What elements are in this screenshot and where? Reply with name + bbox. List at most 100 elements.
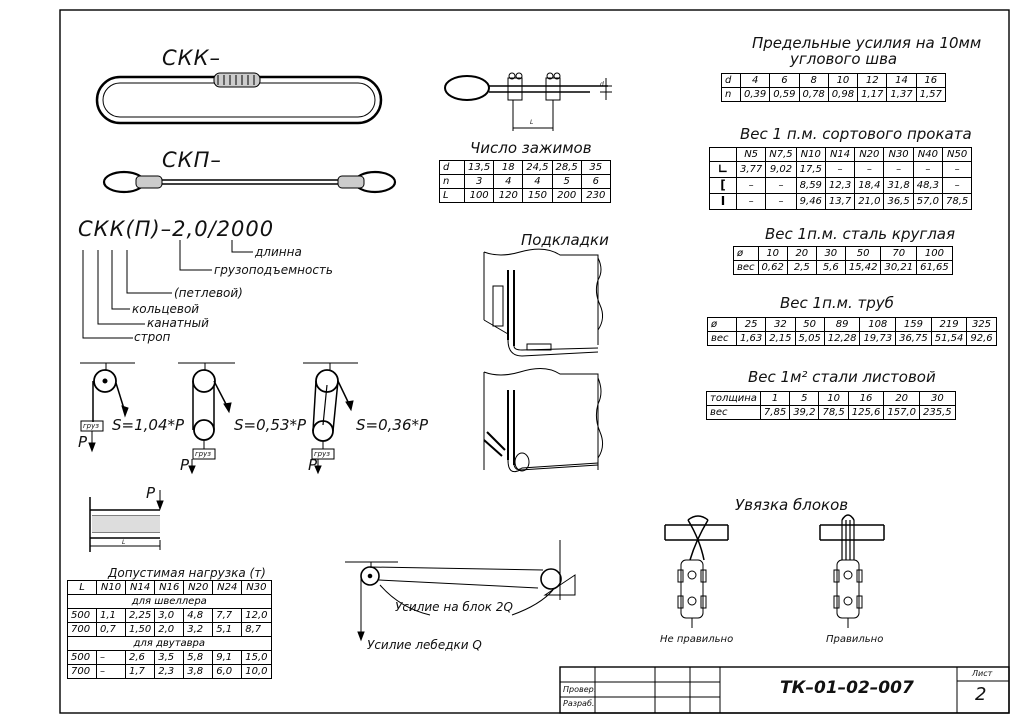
pulley-scheme-3	[303, 362, 358, 475]
row-header: n	[439, 174, 465, 189]
table-cell: –	[96, 650, 126, 665]
column-header: N16	[154, 580, 185, 595]
table-cell: 3,0	[154, 608, 185, 623]
table-cell: 50	[794, 317, 825, 332]
table-cell: 1,57	[915, 87, 946, 102]
table-cell: 5,8	[183, 650, 214, 665]
table-cell: 6	[769, 73, 800, 88]
table-cell: 3,5	[154, 650, 185, 665]
load-label-1: груз	[83, 422, 99, 430]
table-cell: –	[912, 161, 943, 178]
table-cell: 7,7	[212, 608, 243, 623]
table-cell: 25	[735, 317, 767, 332]
legend-sling: строп	[134, 330, 171, 344]
sheet-steel-title: Вес 1м² стали листовой	[748, 368, 936, 386]
table-cell: 13,7	[824, 193, 856, 210]
table-cell: 51,54	[930, 331, 968, 346]
row-header: вес	[707, 331, 737, 346]
sheet-frame	[59, 9, 1010, 714]
column-header: N20	[183, 580, 214, 595]
table-cell: 9,1	[212, 650, 243, 665]
ring-sling-label: СКК–	[162, 46, 221, 70]
cantilever-beam-drawing	[89, 490, 164, 552]
table-cell: 16	[915, 73, 946, 88]
column-header: N40	[912, 147, 943, 162]
row-header: ø	[707, 317, 737, 332]
table-cell: 2,15	[765, 331, 796, 346]
row-header: вес	[733, 260, 759, 275]
load-table-title: Допустимая нагрузка (т)	[108, 566, 266, 580]
tying-title: Увязка блоков	[735, 496, 849, 514]
table-subheader: для швеллера	[67, 594, 272, 609]
angle-profile-icon: ∟	[717, 162, 729, 176]
rope-clamp-drawing	[444, 72, 612, 131]
table-cell: 10	[757, 246, 788, 261]
table-cell: 20	[786, 246, 817, 261]
loop-sling-drawing	[102, 170, 397, 194]
table-cell: –	[941, 177, 973, 194]
pads-drawing-2	[483, 368, 604, 473]
weld-title-2: углового шва	[790, 50, 898, 68]
table-cell: 17,5	[795, 161, 826, 178]
table-cell: 2,0	[154, 622, 185, 637]
table-cell: 12,3	[824, 177, 856, 194]
pulley-scheme-1	[80, 362, 135, 453]
block-tying-wrong-drawing	[664, 515, 729, 628]
row-header: d	[721, 73, 741, 88]
table-cell: –	[96, 664, 126, 679]
table-cell: 20	[883, 391, 920, 406]
force-s1: S=1,04*P	[112, 416, 185, 434]
clamps-title: Число зажимов	[470, 139, 592, 157]
table-cell: 6,0	[212, 664, 243, 679]
pipes-title: Вес 1п.м. труб	[780, 294, 894, 312]
title-block-grid	[559, 666, 1010, 714]
winch-force-label: Усилие лебедки Q	[367, 638, 482, 652]
table-cell: 8,59	[795, 177, 826, 194]
table-cell: 125,6	[847, 405, 885, 420]
row-header: n	[721, 87, 741, 102]
ring-sling-drawing	[95, 72, 383, 125]
table-row: для двутавра	[67, 636, 272, 651]
table-cell: 500	[67, 608, 97, 623]
legend-ring: кольцевой	[132, 302, 200, 316]
table-cell: 0,59	[769, 87, 800, 102]
load-label-2: груз	[195, 450, 211, 458]
force-s3: S=0,36*P	[356, 416, 429, 434]
table-cell: 5	[551, 174, 582, 189]
table-cell: 9,46	[795, 193, 826, 210]
profile-icon-cell: ∟	[709, 161, 737, 178]
table-cell: 15,0	[241, 650, 272, 665]
table-cell: 50	[844, 246, 882, 261]
table-cell: 219	[930, 317, 968, 332]
table-cell: 100	[463, 188, 495, 203]
column-header: N24	[212, 580, 243, 595]
block-tying-right-drawing	[819, 514, 885, 628]
table-cell: 61,65	[916, 260, 953, 275]
column-header: N10	[96, 580, 126, 595]
table-cell: 3,8	[183, 664, 214, 679]
column-header: N30	[883, 147, 914, 162]
table-cell: 18	[493, 160, 524, 175]
drawing-code: ТК–01–02–007	[780, 678, 914, 698]
code-legend-leaders	[82, 240, 253, 339]
table-cell: 30	[919, 391, 956, 406]
profile-icon-cell: I	[709, 193, 737, 210]
table-cell: 0,39	[739, 87, 771, 102]
table-cell: 32	[765, 317, 796, 332]
legend-rope: канатный	[147, 316, 209, 330]
table-cell: 7,85	[759, 405, 791, 420]
table-cell: 2,25	[124, 608, 156, 623]
table-cell: 100	[916, 246, 953, 261]
column-header: N7,5	[765, 147, 797, 162]
table-cell: 1,1	[96, 608, 126, 623]
